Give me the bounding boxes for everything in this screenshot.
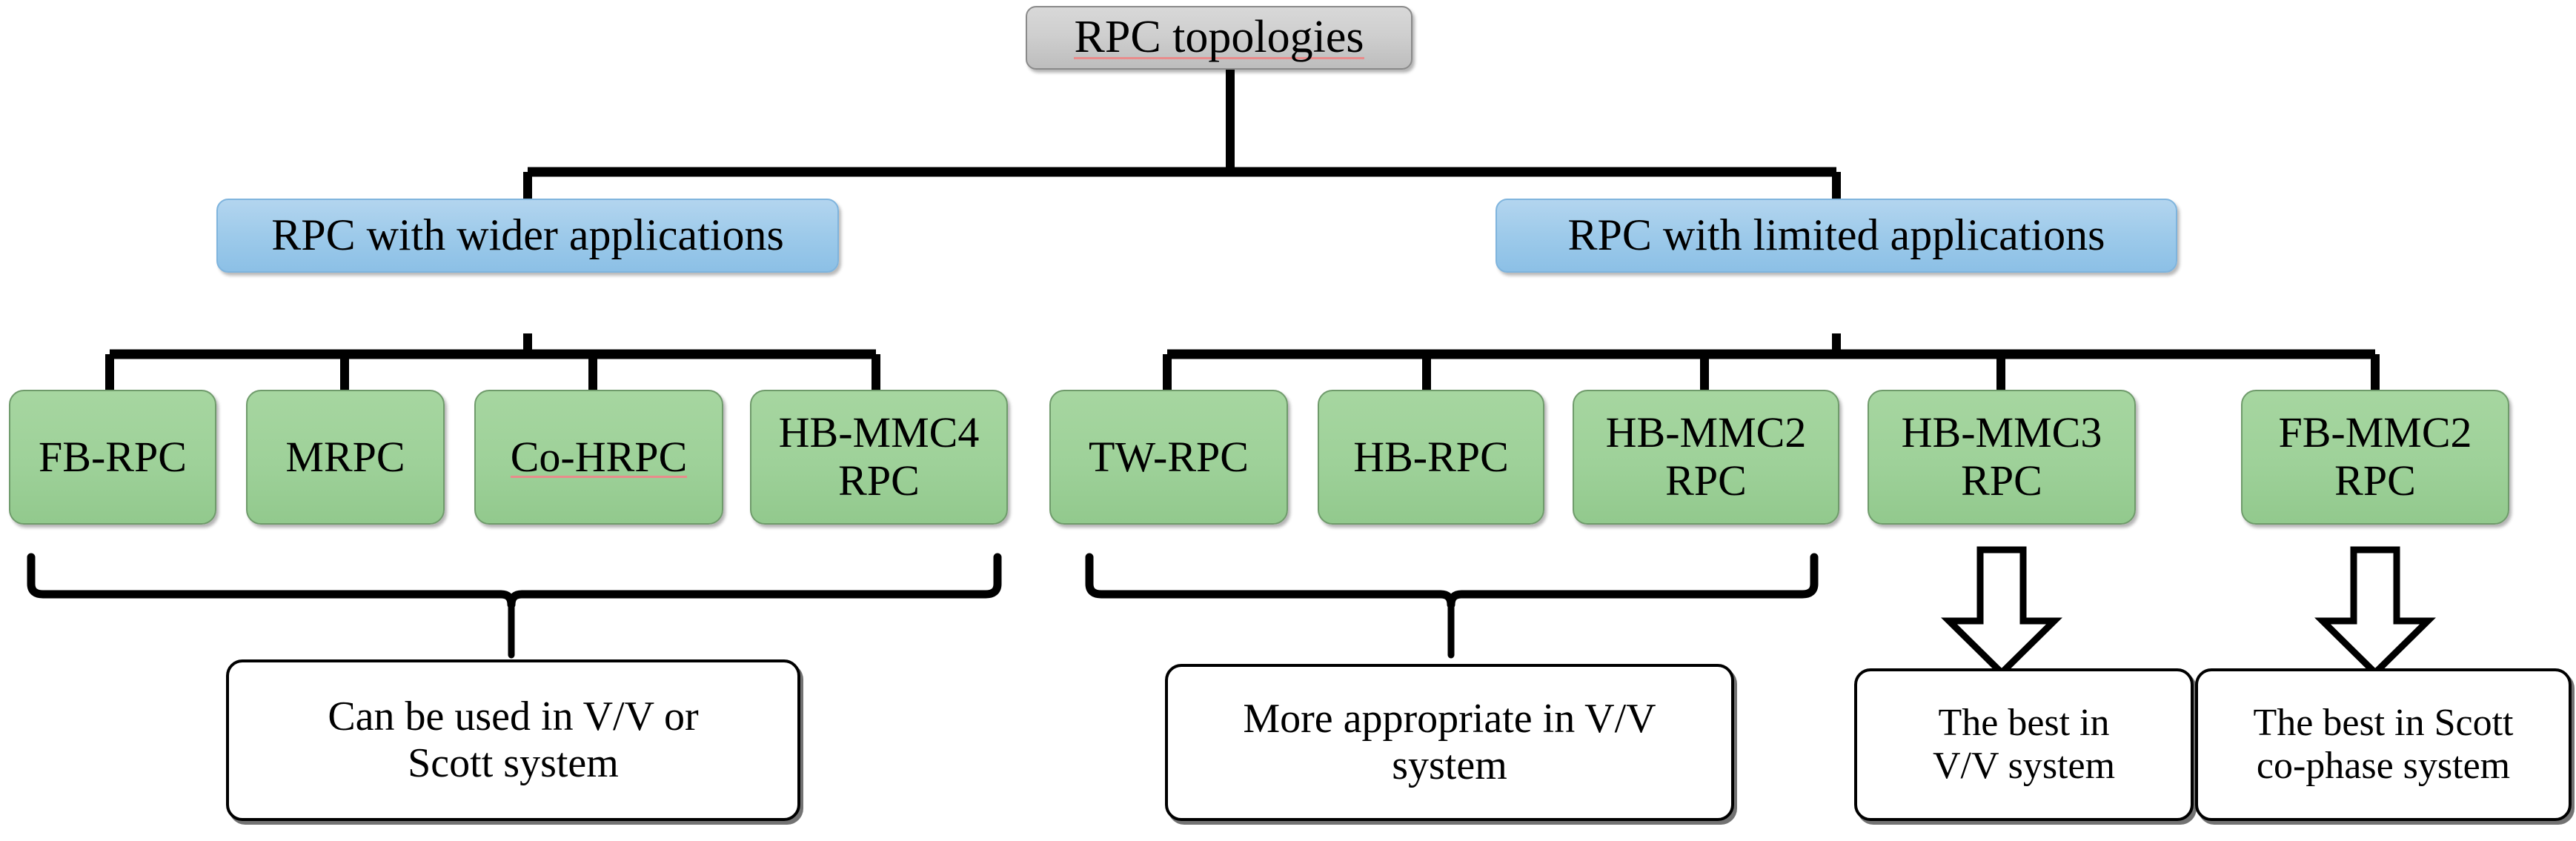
topology-line-1: HB-RPC bbox=[1353, 432, 1509, 481]
note-node-best-vv-label: The best in V/V system bbox=[1933, 702, 2115, 788]
note-node-more-appropriate-vv-label: More appropriate in V/V system bbox=[1243, 696, 1656, 788]
topology-node-fb-rpc[interactable]: FB-RPC bbox=[9, 390, 216, 525]
topology-node-co-hrpc[interactable]: Co-HRPC bbox=[474, 390, 723, 525]
category-node-limited[interactable]: RPC with limited applications bbox=[1496, 199, 2177, 273]
topology-node-tw-rpc-label: TW-RPC bbox=[1089, 433, 1249, 482]
note-line-2: system bbox=[1392, 742, 1507, 788]
brace-wider-group bbox=[27, 553, 1002, 659]
note-line-1: More appropriate in V/V bbox=[1243, 696, 1656, 742]
topology-line-1: MRPC bbox=[285, 432, 405, 481]
topology-node-hb-mmc4-label: HB-MMC4 RPC bbox=[778, 408, 980, 505]
topology-line-1: Co-HRPC bbox=[510, 432, 688, 482]
topology-node-co-hrpc-label: Co-HRPC bbox=[510, 432, 688, 482]
topology-node-hb-mmc3[interactable]: HB-MMC3 RPC bbox=[1868, 390, 2136, 525]
category-node-wider[interactable]: RPC with wider applications bbox=[216, 199, 839, 273]
topology-node-hb-mmc2-label: HB-MMC2 RPC bbox=[1605, 408, 1807, 505]
brace-limited-group bbox=[1085, 553, 1819, 659]
note-line-2: Scott system bbox=[408, 740, 619, 786]
arrow-down-hb-mmc3 bbox=[1941, 546, 2062, 678]
topology-line-1: HB-MMC4 bbox=[778, 408, 980, 457]
topology-line-1: FB-MMC2 bbox=[2278, 408, 2472, 457]
note-line-1: The best in Scott bbox=[2253, 701, 2514, 744]
topology-node-hb-mmc4[interactable]: HB-MMC4 RPC bbox=[750, 390, 1008, 525]
note-line-1: Can be used in V/V or bbox=[328, 694, 699, 740]
topology-node-tw-rpc[interactable]: TW-RPC bbox=[1049, 390, 1288, 525]
note-node-best-scott-co-phase[interactable]: The best in Scott co-phase system bbox=[2195, 668, 2572, 821]
note-node-vv-or-scott[interactable]: Can be used in V/V or Scott system bbox=[226, 659, 800, 821]
topology-line-1: FB-RPC bbox=[39, 432, 187, 481]
topology-node-hb-mmc2[interactable]: HB-MMC2 RPC bbox=[1573, 390, 1839, 525]
topology-node-mrpc-label: MRPC bbox=[285, 433, 405, 482]
category-node-limited-label: RPC with limited applications bbox=[1567, 210, 2105, 260]
topology-line-1: HB-MMC3 bbox=[1901, 408, 2102, 457]
topology-line-2: RPC bbox=[1665, 456, 1747, 505]
topology-node-fb-rpc-label: FB-RPC bbox=[39, 433, 187, 482]
category-node-wider-label: RPC with wider applications bbox=[271, 210, 784, 260]
arrow-down-fb-mmc2 bbox=[2314, 546, 2436, 678]
note-line-2: co-phase system bbox=[2256, 745, 2511, 787]
root-node-rpc-topologies[interactable]: RPC topologies bbox=[1026, 6, 1413, 70]
topology-line-1: HB-MMC2 bbox=[1605, 408, 1807, 457]
topology-node-hb-rpc[interactable]: HB-RPC bbox=[1318, 390, 1544, 525]
note-line-2: V/V system bbox=[1932, 745, 2116, 787]
topology-node-hb-rpc-label: HB-RPC bbox=[1353, 433, 1509, 482]
topology-node-hb-mmc3-label: HB-MMC3 RPC bbox=[1901, 408, 2102, 505]
note-node-vv-or-scott-label: Can be used in V/V or Scott system bbox=[328, 694, 698, 786]
note-node-more-appropriate-vv[interactable]: More appropriate in V/V system bbox=[1165, 664, 1734, 821]
topology-line-2: RPC bbox=[2334, 456, 2416, 505]
note-line-1: The best in bbox=[1938, 701, 2110, 744]
note-node-best-scott-co-phase-label: The best in Scott co-phase system bbox=[2254, 702, 2514, 788]
topology-line-1: TW-RPC bbox=[1089, 432, 1249, 481]
topology-node-mrpc[interactable]: MRPC bbox=[246, 390, 445, 525]
topology-node-fb-mmc2-label: FB-MMC2 RPC bbox=[2278, 408, 2472, 505]
root-node-label: RPC topologies bbox=[1074, 12, 1364, 64]
topology-line-2: RPC bbox=[1961, 456, 2042, 505]
topology-line-2: RPC bbox=[838, 456, 920, 505]
topology-node-fb-mmc2[interactable]: FB-MMC2 RPC bbox=[2241, 390, 2509, 525]
note-node-best-vv[interactable]: The best in V/V system bbox=[1854, 668, 2194, 821]
